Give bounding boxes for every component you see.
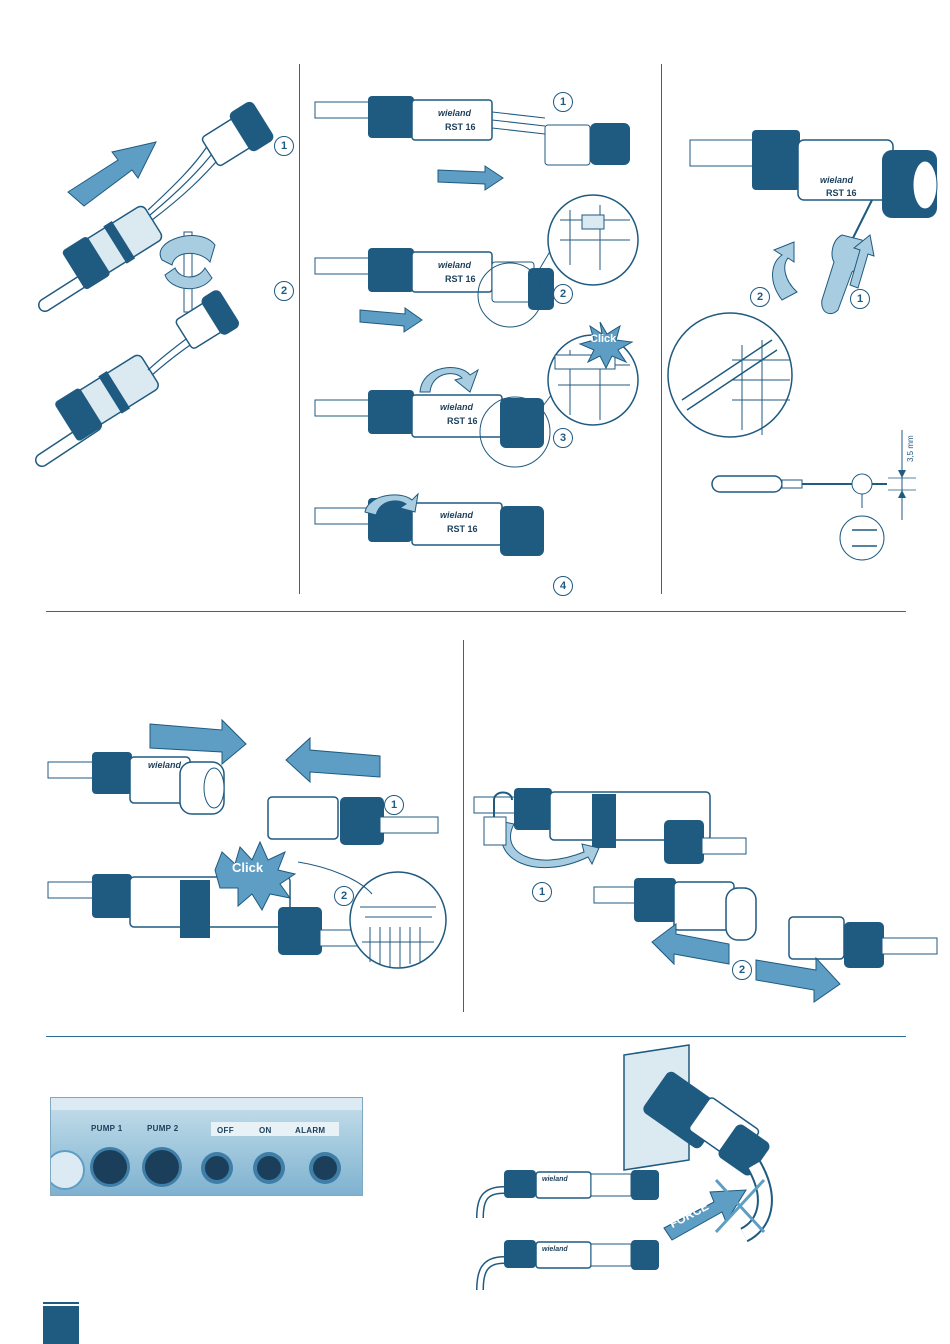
coupling-step-2: 2: [334, 886, 354, 906]
release-step-2: 2: [750, 287, 770, 307]
brand-label-4: wieland: [440, 510, 473, 520]
brand-label-5: wieland: [820, 175, 853, 185]
assembly-step-1: 1: [553, 92, 573, 112]
panel-label-pump1: PUMP 1: [91, 1124, 122, 1133]
assembly-step-4: 4: [553, 576, 573, 596]
model-label-1: RST 16: [445, 122, 476, 132]
release-drawing: [662, 0, 950, 600]
illustration-coupling: wieland Click 1 2: [0, 612, 463, 1012]
socket-off: [205, 1156, 229, 1180]
click-burst-label: Click: [590, 333, 616, 345]
illustration-decoupling: 1 2: [464, 612, 950, 1012]
socket-on: [257, 1156, 281, 1180]
assembly-drawing: [300, 0, 661, 600]
coupling-step-1: 1: [384, 795, 404, 815]
illustration-wiring: 1 2: [0, 0, 300, 600]
brand-label-2: wieland: [438, 260, 471, 270]
divider-h2: [46, 1036, 906, 1037]
model-label-4: RST 16: [447, 524, 478, 534]
bend-drawing: [464, 1040, 950, 1300]
model-label-3: RST 16: [447, 416, 478, 426]
panel-label-alarm: ALARM: [295, 1126, 325, 1135]
brand-label-1: wieland: [438, 108, 471, 118]
page-marker: [43, 1306, 79, 1344]
panel-photo: PUMP 1 PUMP 2 OFF ON ALARM: [50, 1097, 363, 1196]
release-step-1: 1: [850, 289, 870, 309]
decoupling-drawing: [464, 612, 950, 1012]
decoupling-step-2: 2: [732, 960, 752, 980]
model-label-5: RST 16: [826, 188, 857, 198]
illustration-release: wieland RST 16 3,5 mm 2 1: [662, 0, 950, 600]
wiring-drawing: [0, 0, 300, 600]
illustration-bend: FORCE wieland wieland: [464, 1040, 950, 1300]
panel-top-strip: [51, 1098, 362, 1110]
socket-pump1: [93, 1150, 127, 1184]
step-1-marker: 1: [274, 136, 294, 156]
assembly-step-2: 2: [553, 284, 573, 304]
panel-gland: [50, 1150, 85, 1190]
page-marker-line: [43, 1302, 79, 1304]
dimension-label: 3,5 mm: [906, 435, 915, 462]
click-label-coupling: Click: [232, 860, 263, 875]
step-2-marker: 2: [274, 281, 294, 301]
illustration-assembly: wieland RST 16 wieland RST 16 wieland RS…: [300, 0, 661, 600]
assembly-step-3: 3: [553, 428, 573, 448]
brand-label-7: wieland: [542, 1176, 568, 1183]
socket-alarm: [313, 1156, 337, 1180]
decoupling-step-1: 1: [532, 882, 552, 902]
socket-pump2: [145, 1150, 179, 1184]
brand-label-3: wieland: [440, 402, 473, 412]
panel-label-on: ON: [259, 1126, 272, 1135]
brand-label-8: wieland: [542, 1246, 568, 1253]
brand-label-6: wieland: [148, 760, 181, 770]
panel-label-pump2: PUMP 2: [147, 1124, 178, 1133]
panel-label-off: OFF: [217, 1126, 234, 1135]
model-label-2: RST 16: [445, 274, 476, 284]
